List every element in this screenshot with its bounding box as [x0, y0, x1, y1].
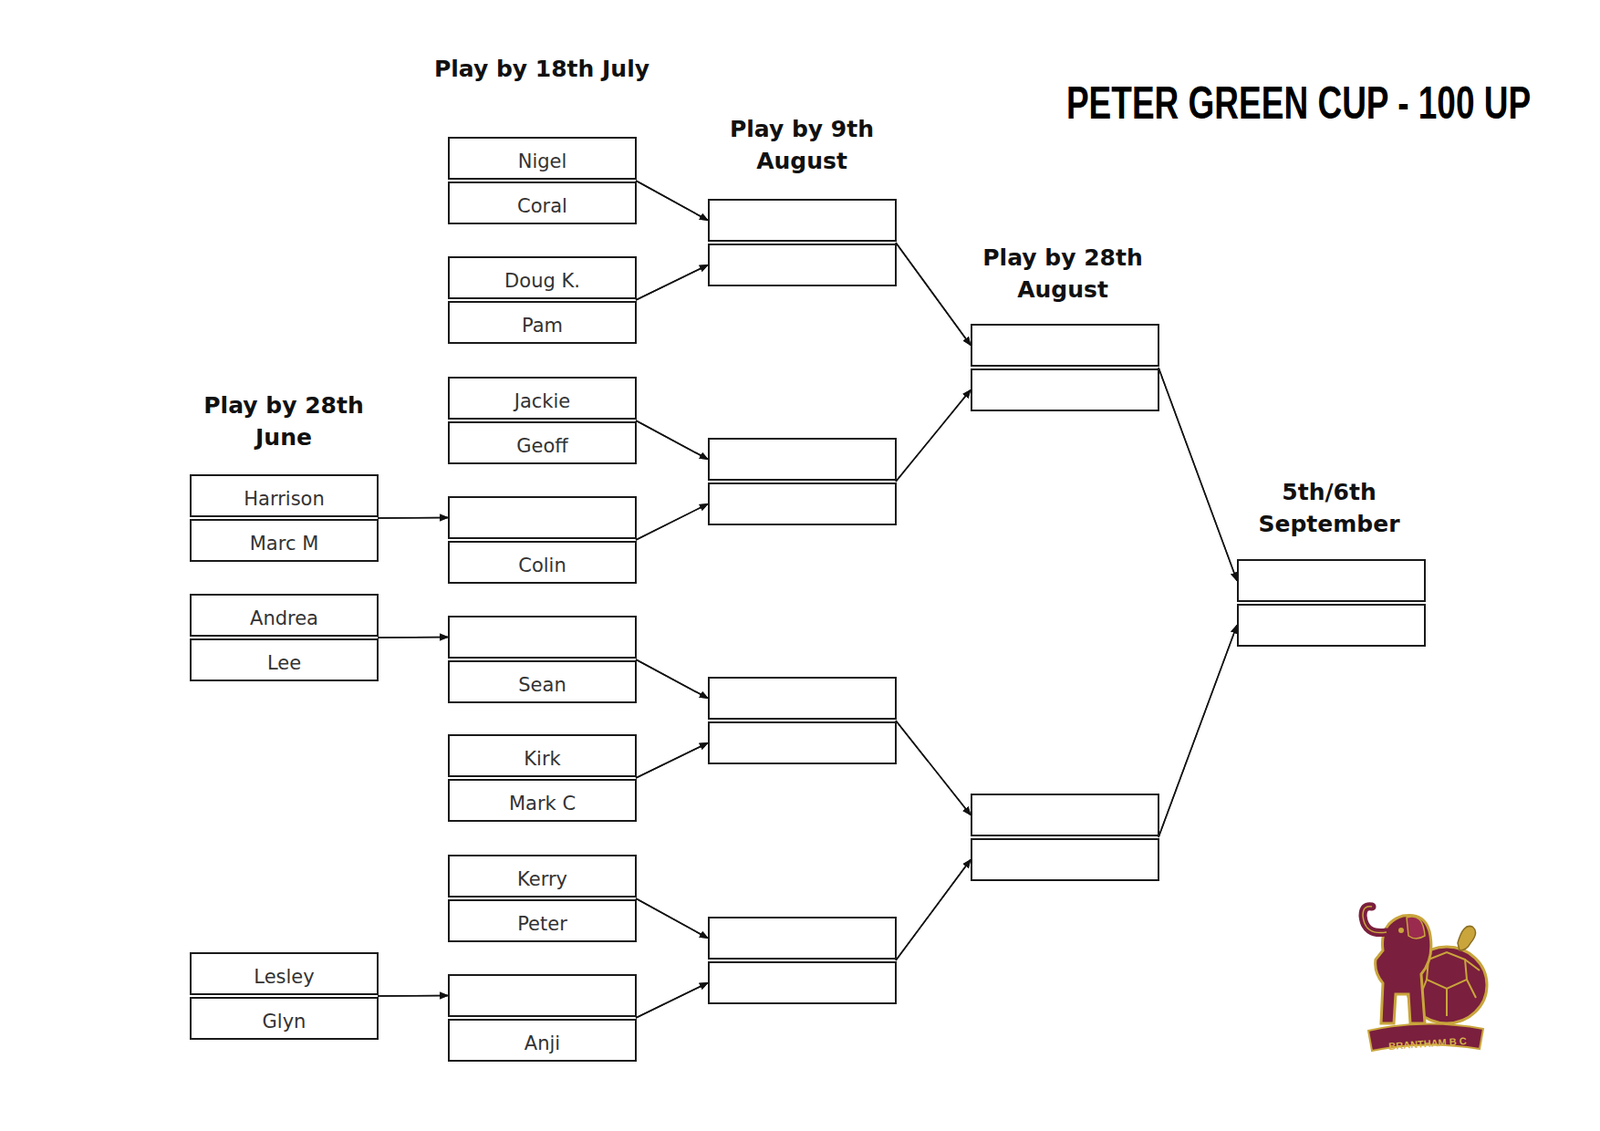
- player-box: [970, 838, 1160, 882]
- player-box: [1236, 559, 1426, 603]
- bracket-arrow: [895, 390, 971, 483]
- player-box: Nigel: [447, 136, 637, 180]
- player-box: [707, 198, 897, 242]
- player-box: [707, 482, 897, 526]
- player-box: Mark C: [447, 779, 637, 822]
- player-box: Lesley: [189, 952, 379, 996]
- bracket-arrow: [377, 517, 448, 520]
- bracket-arrow: [635, 659, 708, 699]
- player-box: Coral: [447, 181, 637, 225]
- player-box: Glyn: [189, 997, 379, 1040]
- bracket-arrow: [1158, 367, 1237, 582]
- player-box: Kirk: [447, 734, 637, 778]
- bracket-arrow: [895, 720, 971, 816]
- player-box: Sean: [447, 660, 637, 704]
- bracket-arrow: [635, 743, 708, 780]
- player-box: [447, 974, 637, 1018]
- bracket-arrow: [377, 995, 448, 998]
- bracket-arrow: [1158, 625, 1237, 839]
- bracket-arrow: [635, 420, 708, 460]
- player-box: Geoff: [447, 421, 637, 465]
- player-box: Peter: [447, 899, 637, 943]
- bracket-arrow: [635, 420, 708, 460]
- bracket-arrow: [895, 242, 971, 346]
- player-box: [970, 793, 1160, 837]
- bracket-arrow: [895, 860, 971, 962]
- player-box: Kerry: [447, 854, 637, 898]
- player-name: Kerry: [517, 862, 568, 891]
- round-heading: Play by 28th August: [953, 241, 1173, 306]
- bracket-arrow: [1158, 625, 1237, 839]
- player-box: [707, 243, 897, 287]
- player-name: Glyn: [262, 1005, 307, 1033]
- player-name: Anji: [524, 1027, 561, 1055]
- bracket-title: PETER GREEN CUP - 100 UP: [1066, 76, 1531, 130]
- bracket-arrow: [635, 898, 708, 939]
- player-box: Harrison: [189, 474, 379, 518]
- player-box: Lee: [189, 638, 379, 682]
- player-box: [707, 437, 897, 481]
- bracket-arrow: [635, 659, 708, 699]
- player-box: Doug K.: [447, 256, 637, 300]
- player-box: [707, 676, 897, 720]
- bracket-arrow: [635, 180, 708, 221]
- player-box: [970, 368, 1160, 412]
- club-logo: [1355, 895, 1495, 1060]
- player-name: Harrison: [243, 482, 325, 510]
- bracket-arrow: [635, 265, 708, 302]
- player-name: Doug K.: [504, 264, 581, 292]
- player-name: Mark C: [509, 787, 576, 815]
- player-name: Andrea: [249, 602, 319, 630]
- player-box: Marc M: [189, 519, 379, 562]
- bracket-arrow: [635, 180, 708, 221]
- player-name: Kirk: [523, 742, 561, 770]
- player-box: [1236, 603, 1426, 647]
- bracket-arrow: [635, 983, 708, 1019]
- player-box: Anji: [447, 1018, 637, 1062]
- round-heading: 5th/6th September: [1219, 476, 1439, 541]
- player-name: Peter: [517, 907, 568, 936]
- player-name: Jackie: [514, 384, 572, 413]
- player-box: [447, 615, 637, 659]
- player-box: Pam: [447, 301, 637, 344]
- player-name: Lee: [267, 646, 302, 675]
- bracket-arrow: [1158, 367, 1237, 582]
- bracket-arrow: [377, 517, 448, 520]
- bracket-arrow: [635, 983, 708, 1019]
- bracket-arrow: [635, 898, 708, 939]
- bracket-arrow: [377, 636, 448, 639]
- round-heading: Play by 28th June: [174, 389, 394, 454]
- bracket-arrow: [635, 504, 708, 541]
- player-box: Andrea: [189, 593, 379, 637]
- round-heading: Play by 18th July: [432, 52, 652, 85]
- bracket-arrow: [377, 995, 448, 998]
- player-name: Geoff: [516, 429, 569, 458]
- player-box: Colin: [447, 540, 637, 584]
- player-name: Colin: [518, 549, 567, 577]
- player-box: [970, 323, 1160, 367]
- bracket-arrow: [895, 242, 971, 346]
- player-name: Lesley: [253, 960, 314, 988]
- bracket-arrow: [635, 743, 708, 780]
- bracket-arrow: [895, 720, 971, 816]
- bracket-arrow: [895, 390, 971, 483]
- player-box: [447, 496, 637, 540]
- player-name: Marc M: [249, 527, 320, 555]
- bracket-arrow: [635, 265, 708, 302]
- player-name: Sean: [518, 668, 566, 697]
- player-box: Jackie: [447, 376, 637, 420]
- bracket-arrow: [895, 860, 971, 962]
- round-heading: Play by 9th August: [692, 113, 912, 177]
- player-name: Coral: [517, 189, 568, 218]
- bracket-arrow: [635, 504, 708, 541]
- player-box: [707, 721, 897, 765]
- player-name: Nigel: [518, 145, 568, 173]
- player-name: Pam: [521, 309, 563, 337]
- player-box: [707, 916, 897, 960]
- bracket-arrow: [377, 636, 448, 639]
- player-box: [707, 961, 897, 1005]
